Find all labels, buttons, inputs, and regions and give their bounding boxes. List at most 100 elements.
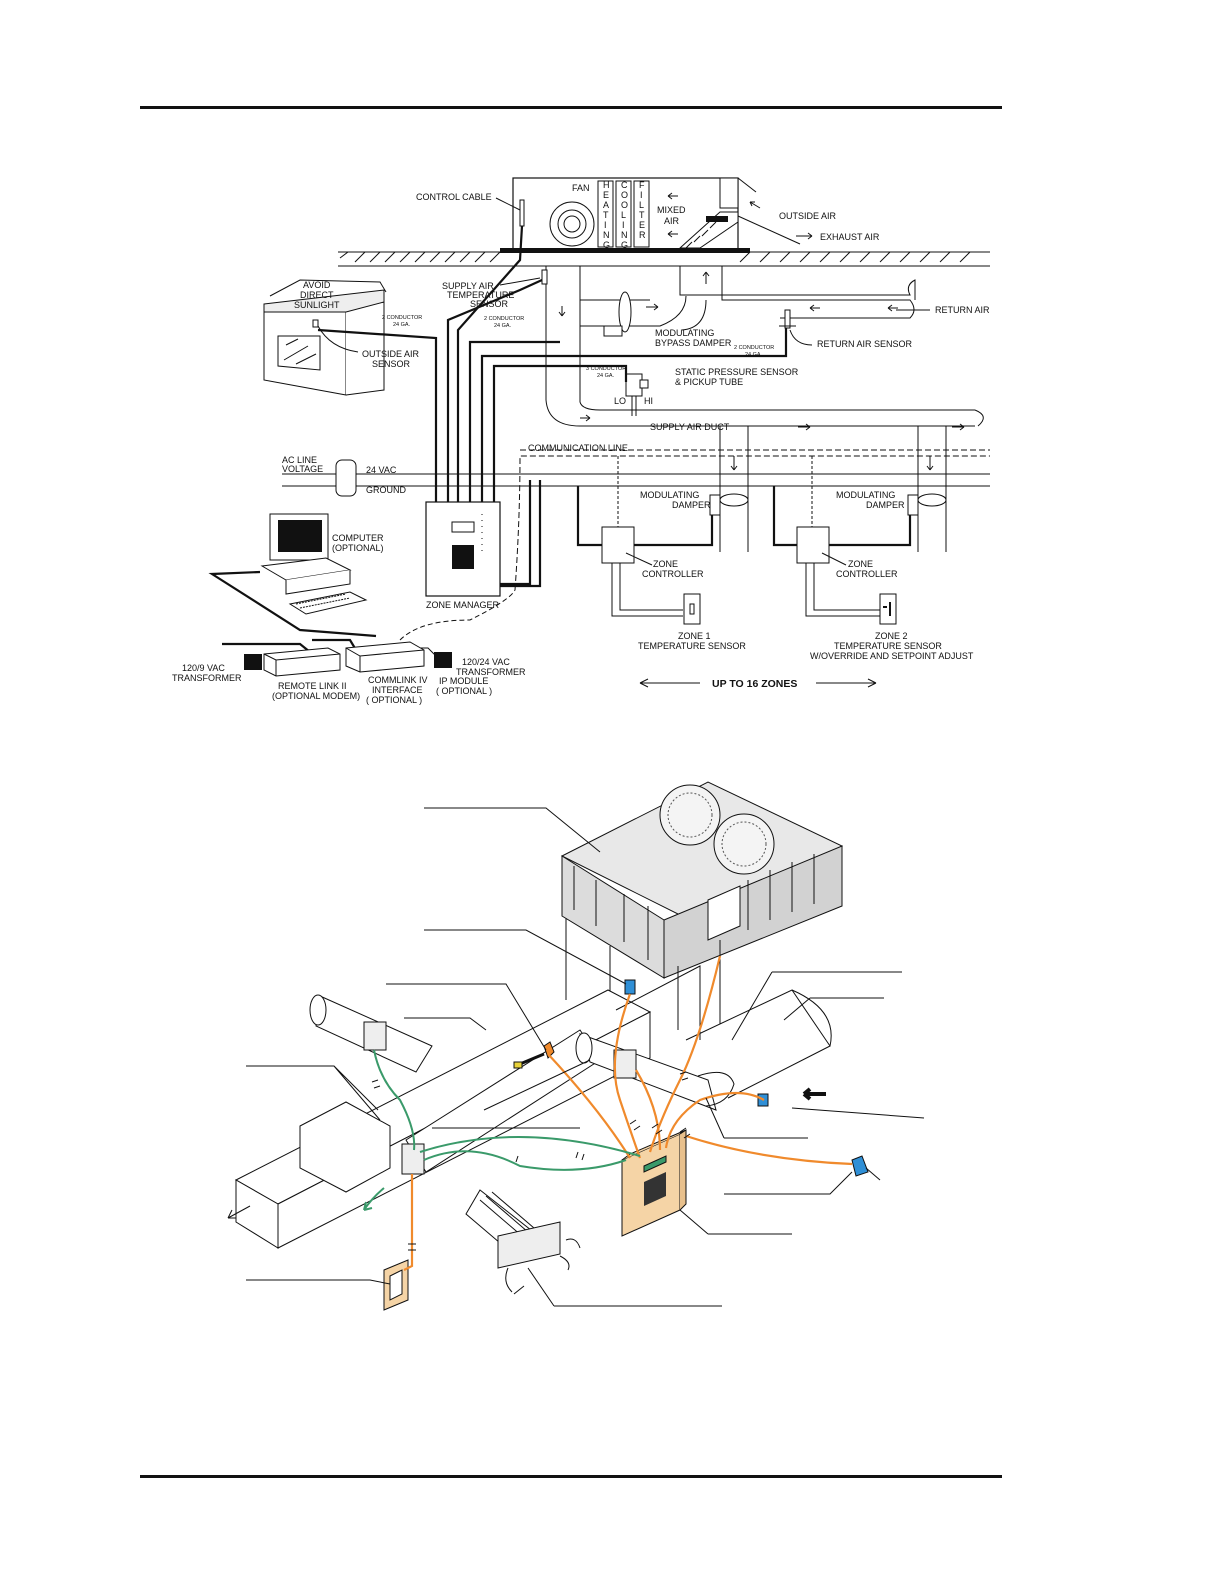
zone2-damper-label-1: MODULATING [836,490,895,500]
bypass-damper-blade [618,291,632,333]
control-cable-leader [495,197,521,211]
ac-line-label-1: AC LINE [282,455,317,465]
bypass-arrow [646,303,659,311]
conductor-a-2: 24 GA. [393,322,411,328]
return-air-arrows [809,304,898,312]
remote-link-label-1: REMOTE LINK II [278,681,347,691]
control-cable-connector [519,199,525,227]
transformer-1 [244,654,262,670]
zone-controller-2 [772,456,912,617]
zone1-sensor-label-1: ZONE 1 [678,631,711,641]
computer [260,513,368,615]
outside-air-sensor-label-1: OUTSIDE AIR [362,349,420,359]
commlink-label-2: INTERFACE [372,685,423,695]
remote-link-box [263,647,341,677]
conductor-a-1: 2 CONDUCTOR [382,315,422,321]
control-cable-label: CONTROL CABLE [416,192,492,202]
transformer-2 [434,652,452,668]
supply-air-temp-label-1: SUPPLY AIR [442,281,494,291]
wall-thermostat-iso [383,1259,409,1311]
zone-manager-label: ZONE MANAGER [426,600,500,610]
green-wires [373,1049,641,1171]
rooftop-unit-iso [560,781,844,979]
return-in-arrow [802,1087,826,1101]
conductor-b-1: 2 CONDUCTOR [484,316,524,322]
up-to-zones-label: UP TO 16 ZONES [712,678,797,690]
supply-out-arrow [227,1205,251,1219]
unit-supports [565,918,721,1030]
ac-line-label-2: VOLTAGE [282,464,323,474]
conductor-c-1: 2 CONDUCTOR [734,345,774,351]
transformer-1-label-1: 120/9 VAC [182,663,225,673]
zone-controller-1 [576,456,714,617]
transformer-2-label-2: TRANSFORMER [456,667,526,677]
callout-leaders [246,807,925,1307]
outside-air-sensor-iso [851,1155,869,1177]
bottom-diagram [227,781,925,1311]
ground-label: GROUND [366,485,406,495]
conductor-d-1: 3 CONDUCTOR [586,366,626,372]
fan-label: FAN [572,183,590,193]
outside-air-sensor-label-2: SENSOR [372,359,411,369]
ip-module-label-1: IP MODULE [439,676,488,686]
commlink-label-3: ( OPTIONAL ) [366,695,422,705]
supply-air-duct-label: SUPPLY AIR DUCT [650,422,730,432]
footer-rule [140,1475,1002,1478]
avoid-label-2: DIRECT [300,290,334,300]
zone2-damper-label-2: DAMPER [866,500,905,510]
return-air-sensor-label: RETURN AIR SENSOR [817,339,913,349]
supply-down-arrow [558,306,566,317]
zone-manager-wires [317,225,788,588]
zone1-damper-label-1: MODULATING [640,490,699,500]
ip-module-label-2: ( OPTIONAL ) [436,686,492,696]
transformer-1-label-2: TRANSFORMER [172,673,242,683]
transformer-2-label-1: 120/24 VAC [462,657,510,667]
lo-label: LO [614,396,626,406]
exhaust-air-label: EXHAUST AIR [820,232,880,242]
zones-span-arrow [639,678,877,688]
bypass-damper-actuator [603,325,623,337]
branch-duct-1 [309,994,433,1073]
return-round-duct [575,1032,735,1111]
outside-sensor-probe [865,1167,881,1181]
computer-label-1: COMPUTER [332,533,384,543]
computer-label-2: (OPTIONAL) [332,543,384,553]
zone2-sensor-label-3: W/OVERRIDE AND SETPOINT ADJUST [810,651,974,661]
supply-air-sensor-iso [624,979,636,995]
supply-air-temp-sensor [541,269,548,285]
avoid-label-1: AVOID [303,280,331,290]
communication-line [514,449,990,591]
static-pressure-label-2: & PICKUP TUBE [675,377,743,387]
avoid-label-3: SUNLIGHT [294,300,340,310]
return-air-sensor-leader [789,329,813,346]
zone2-sensor-label-2: TEMPERATURE SENSOR [834,641,942,651]
return-duct-iso [615,965,832,1099]
zone-manager-iso [621,1129,687,1237]
zone1-controller-label-1: ZONE [653,559,678,569]
bypass-damper-label-2: BYPASS DAMPER [655,338,732,348]
zone1-controller-label-2: CONTROLLER [642,569,704,579]
return-air-duct [650,266,916,331]
zone1-damper-label-2: DAMPER [672,500,711,510]
pressure-sensor-iso [543,1041,555,1059]
wire-hash-marks [371,1071,691,1251]
orange-wires [403,955,853,1271]
mixed-air-label-1: MIXED [657,205,686,215]
exhaust-air-arrow [796,232,813,240]
return-air-label: RETURN AIR [935,305,990,315]
power-lines [282,459,990,497]
commlink-comm-cable [399,589,516,641]
outside-air-sensor [312,319,319,328]
supply-air-temp-leader [499,277,541,286]
static-pressure-label-1: STATIC PRESSURE SENSOR [675,367,799,377]
vac24-label: 24 VAC [366,465,397,475]
conductor-d-2: 24 GA. [597,373,615,379]
zone-manager [425,501,501,597]
rooftop-unit [500,177,801,253]
duct-arrows [798,423,965,431]
bypass-damper-label-1: MODULATING [655,328,714,338]
zone2-sensor-label-1: ZONE 2 [875,631,908,641]
